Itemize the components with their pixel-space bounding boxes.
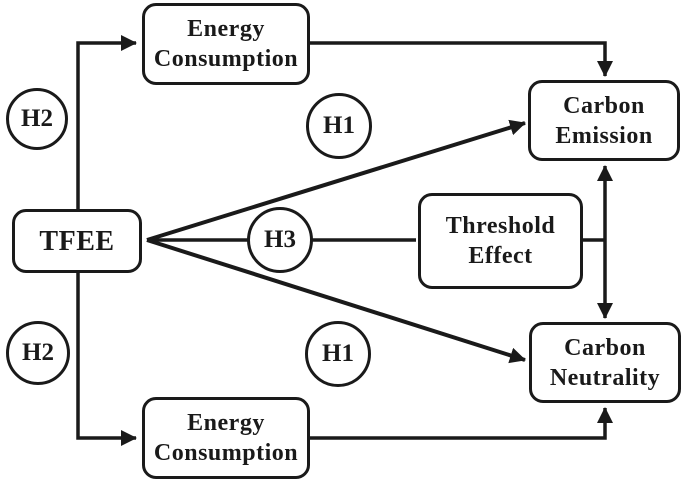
node-label: Energy (187, 16, 265, 42)
hypothesis-label: H2 (21, 105, 53, 132)
arrow-energy-top-to-carbon-emission (310, 41, 613, 77)
arrow-tfee-to-energy-bottom (76, 272, 137, 446)
node-label: Neutrality (549, 364, 661, 391)
node-label: Effect (468, 243, 533, 269)
node-label: Threshold (445, 213, 556, 239)
node-energy-consumption-top: Energy Consumption (142, 3, 310, 85)
node-label: Emission (555, 122, 653, 149)
node-tfee: TFEE (12, 209, 142, 273)
hypothesis-label: H3 (264, 226, 296, 253)
arrow-tfee-to-energy-top (76, 35, 137, 210)
hypothesis-circle-h3: H3 (247, 207, 313, 273)
hypothesis-label: H1 (323, 112, 355, 139)
hypothesis-label: H1 (322, 340, 354, 367)
hypothesis-circle-h2-bottom: H2 (6, 321, 70, 385)
node-energy-consumption-bottom: Energy Consumption (142, 397, 310, 479)
arrow-tfee-to-carbon-neutrality (146, 238, 526, 364)
arrow-tfee-to-carbon-emission (146, 119, 526, 242)
node-label: Carbon (564, 334, 646, 361)
node-threshold-effect: Threshold Effect (418, 193, 583, 289)
node-label: Consumption (153, 46, 299, 72)
hypothesis-circle-h2-top: H2 (6, 88, 68, 150)
node-label: TFEE (39, 225, 115, 257)
hypothesis-circle-h1-bottom: H1 (305, 321, 371, 387)
node-label: Carbon (563, 92, 645, 119)
hypothesis-label: H2 (22, 339, 54, 366)
node-label: Energy (187, 410, 265, 436)
node-carbon-neutrality: Carbon Neutrality (529, 322, 681, 403)
hypothesis-circle-h1-top: H1 (306, 93, 372, 159)
arrow-energy-bottom-to-carbon-neutrality (310, 407, 613, 440)
node-carbon-emission: Carbon Emission (528, 80, 680, 161)
node-label: Consumption (153, 440, 299, 466)
